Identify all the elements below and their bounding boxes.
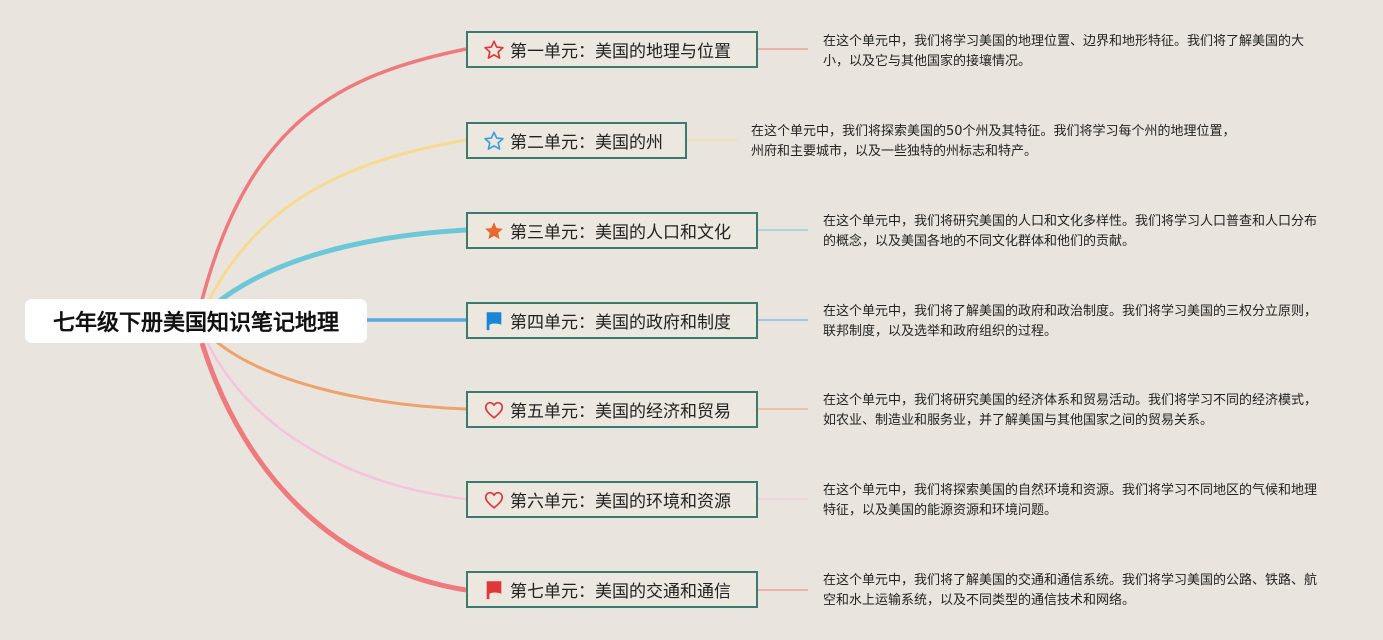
- star-outline-icon: [483, 39, 505, 61]
- flag-icon: [483, 310, 505, 332]
- unit-7-node[interactable]: 第七单元：美国的交通和通信: [466, 571, 758, 608]
- unit-5-title: 第五单元：美国的经济和贸易: [510, 402, 731, 422]
- unit-4-node[interactable]: 第四单元：美国的政府和制度: [466, 302, 758, 339]
- unit-3-node[interactable]: 第三单元：美国的人口和文化: [466, 212, 758, 249]
- unit-6-description: 在这个单元中，我们将探索美国的自然环境和资源。我们将学习不同地区的气候和地理特征…: [823, 483, 1318, 518]
- unit-6-title: 第六单元：美国的环境和资源: [510, 492, 731, 512]
- unit-1-title: 第一单元：美国的地理与位置: [510, 42, 731, 62]
- unit-4-title: 第四单元：美国的政府和制度: [510, 313, 731, 333]
- unit-3-description: 在这个单元中，我们将研究美国的人口和文化多样性。我们将学习人口普查和人口分布的概…: [823, 214, 1318, 249]
- unit-4-description: 在这个单元中，我们将了解美国的政府和政治制度。我们将学习美国的三权分立原则，联邦…: [823, 304, 1318, 339]
- unit-1-description: 在这个单元中，我们将学习美国的地理位置、边界和地形特征。我们将了解美国的大小，以…: [823, 34, 1305, 69]
- unit-5-description: 在这个单元中，我们将研究美国的经济体系和贸易活动。我们将学习不同的经济模式，如农…: [823, 393, 1318, 428]
- unit-6-node[interactable]: 第六单元：美国的环境和资源: [466, 481, 758, 518]
- branch-2: [206, 138, 467, 303]
- unit-1-node[interactable]: 第一单元：美国的地理与位置: [466, 31, 758, 68]
- unit-7-description: 在这个单元中，我们将了解美国的交通和通信系统。我们将学习美国的公路、铁路、航空和…: [823, 573, 1318, 608]
- branch-5: [211, 336, 467, 411]
- unit-3-title: 第三单元：美国的人口和文化: [510, 223, 731, 243]
- unit-5-node[interactable]: 第五单元：美国的经济和贸易: [466, 391, 758, 428]
- star-filled-icon: [483, 220, 505, 242]
- root-topic[interactable]: 七年级下册美国知识笔记地理: [25, 299, 367, 343]
- unit-2-node[interactable]: 第二单元：美国的州: [466, 122, 687, 159]
- branch-1: [200, 47, 467, 301]
- branch-3: [212, 227, 467, 307]
- branch-6: [204, 339, 467, 501]
- star-outline-icon: [483, 130, 505, 152]
- unit-2-title: 第二单元：美国的州: [510, 133, 663, 153]
- unit-2-description: 在这个单元中，我们将探索美国的50个州及其特征。我们将学习每个州的地理位置，州府…: [751, 124, 1236, 159]
- branch-7: [199, 342, 467, 593]
- heart-outline-icon: [483, 489, 505, 511]
- heart-outline-icon: [483, 399, 505, 421]
- unit-7-title: 第七单元：美国的交通和通信: [510, 582, 731, 602]
- flag-icon: [483, 579, 505, 601]
